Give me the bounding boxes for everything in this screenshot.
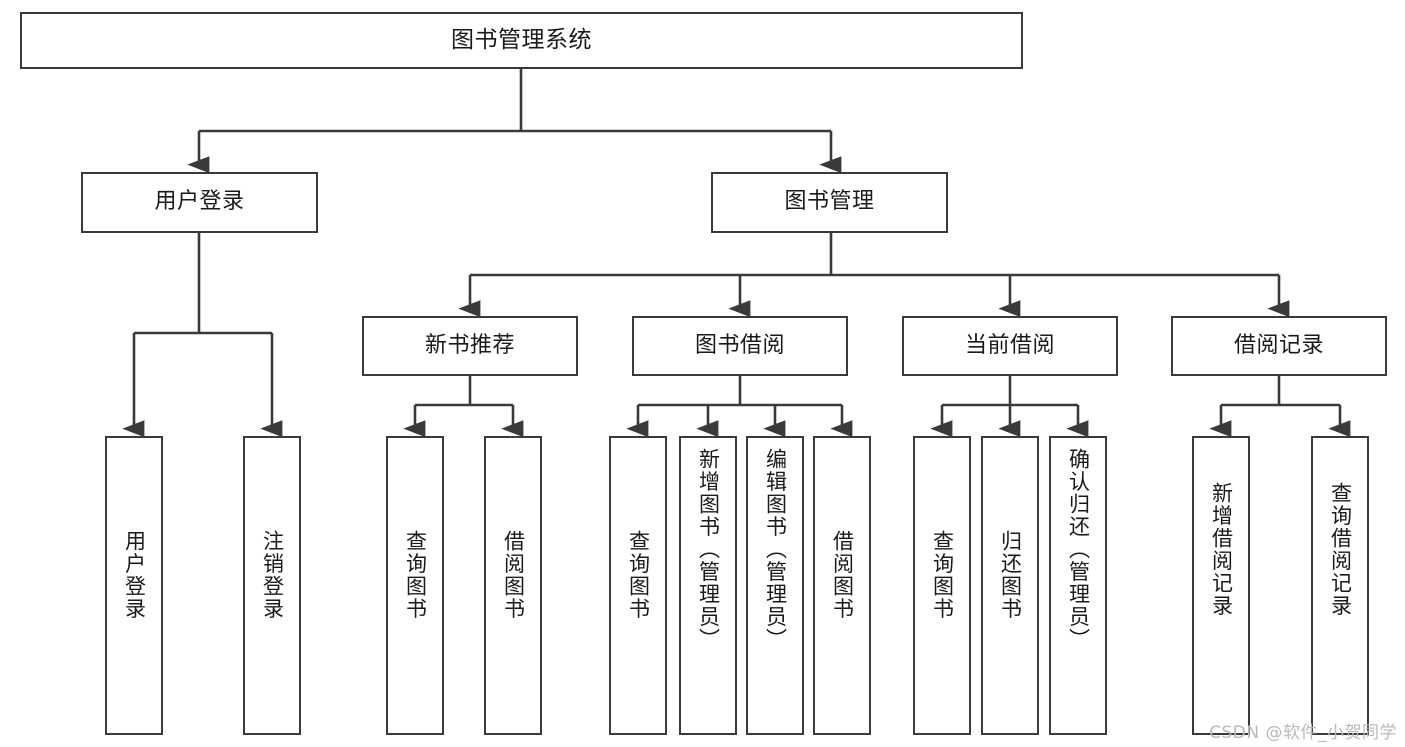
leaf-borrow-books-new[interactable]: 借阅图书	[484, 436, 542, 735]
node-label: 用户登录	[154, 189, 245, 215]
leaf-query-books-borrow[interactable]: 查询图书	[609, 436, 667, 735]
leaf-logout[interactable]: 注销登录	[243, 436, 301, 735]
leaf-borrow-books[interactable]: 借阅图书	[813, 436, 871, 735]
leaf-query-books-new[interactable]: 查询图书	[386, 436, 444, 735]
node-label: 新增图书（管理员）	[696, 448, 721, 651]
node-book-management[interactable]: 图书管理	[711, 172, 948, 233]
node-label: 借阅记录	[1233, 332, 1324, 358]
csdn-watermark: CSDN @软件_小贺同学	[1209, 723, 1397, 743]
node-label: 查询图书	[930, 530, 955, 620]
leaf-return-books[interactable]: 归还图书	[981, 436, 1039, 735]
node-label: 图书借阅	[694, 332, 785, 358]
node-label: 查询图书	[403, 530, 428, 620]
node-label: 借阅图书	[501, 530, 526, 620]
node-root-book-management-system[interactable]: 图书管理系统	[20, 12, 1023, 69]
leaf-edit-book-admin[interactable]: 编辑图书（管理员）	[746, 436, 804, 735]
leaf-query-borrow-record[interactable]: 查询借阅记录	[1311, 436, 1369, 735]
leaf-query-books-current[interactable]: 查询图书	[913, 436, 971, 735]
node-label: 编辑图书（管理员）	[763, 448, 788, 651]
node-label: 当前借阅	[964, 332, 1055, 358]
node-label: 注销登录	[260, 530, 285, 620]
leaf-confirm-return-admin[interactable]: 确认归还（管理员）	[1049, 436, 1107, 735]
node-new-book-recommendation[interactable]: 新书推荐	[362, 316, 578, 376]
node-user-login[interactable]: 用户登录	[81, 172, 318, 233]
node-current-borrowing[interactable]: 当前借阅	[902, 316, 1118, 376]
node-book-borrowing[interactable]: 图书借阅	[632, 316, 848, 376]
node-label: 图书管理系统	[451, 26, 592, 53]
leaf-user-login[interactable]: 用户登录	[105, 436, 163, 735]
node-label: 确认归还（管理员）	[1066, 448, 1091, 651]
node-label: 查询图书	[626, 530, 651, 620]
leaf-add-book-admin[interactable]: 新增图书（管理员）	[679, 436, 737, 735]
node-label: 用户登录	[122, 530, 147, 620]
node-label: 新增借阅记录	[1209, 482, 1234, 617]
node-label: 图书管理	[784, 189, 875, 215]
node-label: 归还图书	[998, 530, 1023, 620]
node-label: 借阅图书	[830, 530, 855, 620]
node-label: 查询借阅记录	[1328, 482, 1353, 617]
node-label: 新书推荐	[424, 332, 515, 358]
leaf-add-borrow-record[interactable]: 新增借阅记录	[1192, 436, 1250, 735]
node-borrowing-records[interactable]: 借阅记录	[1171, 316, 1387, 376]
